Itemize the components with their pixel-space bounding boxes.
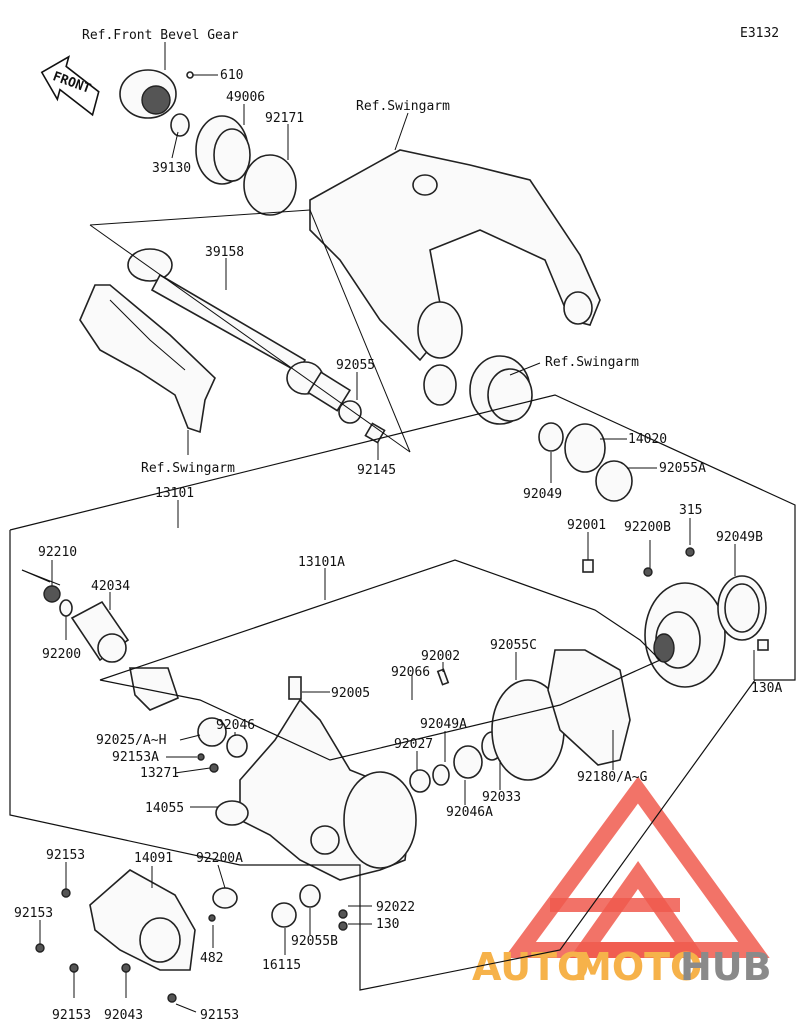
label-92055B: 92055B (291, 934, 338, 949)
label-ref-swingarm-top: Ref.Swingarm (356, 99, 450, 114)
label-92055A: 92055A (659, 461, 706, 476)
label-92171: 92171 (265, 111, 304, 126)
label-92153-a: 92153 (46, 848, 85, 863)
final-gear-case (215, 649, 631, 881)
label-92049: 92049 (523, 487, 562, 502)
bottom-cover-group (35, 869, 348, 1003)
label-92027: 92027 (394, 737, 433, 752)
label-92005: 92005 (331, 686, 370, 701)
label-92049A: 92049A (420, 717, 467, 732)
label-13271: 13271 (140, 766, 179, 781)
label-92153-b: 92153 (14, 906, 53, 921)
label-92200B: 92200B (624, 520, 671, 535)
label-315: 315 (679, 503, 702, 518)
label-130A: 130A (751, 681, 782, 696)
diagram-code: E3132 (740, 26, 779, 41)
label-92180: 92180/A~G (577, 770, 648, 785)
label-92002: 92002 (421, 649, 460, 664)
label-39158: 39158 (205, 245, 244, 260)
label-92046: 92046 (216, 718, 255, 733)
label-92200A: 92200A (196, 851, 243, 866)
label-92153-d: 92153 (200, 1008, 239, 1023)
label-92145: 92145 (357, 463, 396, 478)
swingarm-drawing (309, 149, 601, 425)
watermark-hub: HUB (680, 945, 772, 989)
label-92046A: 92046A (446, 805, 493, 820)
label-92066: 92066 (391, 665, 430, 680)
label-14020: 14020 (628, 432, 667, 447)
front-direction-arrow: FRONT (40, 55, 100, 117)
leader-lines (39, 42, 755, 1013)
label-92055: 92055 (336, 358, 375, 373)
label-49006: 49006 (226, 90, 265, 105)
label-ref-swingarm-mid: Ref.Swingarm (545, 355, 639, 370)
left-swingarm-cover (79, 284, 216, 434)
label-610: 610 (220, 68, 243, 83)
ring-gear-group (582, 547, 769, 688)
automotohub-logo: AUTO MOTO HUB (472, 776, 772, 989)
label-130: 130 (376, 917, 399, 932)
frame-13101A (99, 559, 662, 761)
label-13101A: 13101A (298, 555, 345, 570)
label-92153-c: 92153 (52, 1008, 91, 1023)
label-92200: 92200 (42, 647, 81, 662)
label-16115: 16115 (262, 958, 301, 973)
pinion-gear-group (43, 585, 248, 773)
label-13101: 13101 (155, 486, 194, 501)
label-ref-swingarm-left: Ref.Swingarm (141, 461, 235, 476)
label-14055: 14055 (145, 801, 184, 816)
label-92025: 92025/A~H (96, 733, 166, 748)
label-92210: 92210 (38, 545, 77, 560)
label-ref-front-bevel-gear: Ref.Front Bevel Gear (82, 28, 239, 43)
label-42034: 42034 (91, 579, 130, 594)
watermark-moto: MOTO (574, 945, 702, 989)
label-92153A: 92153A (112, 750, 159, 765)
label-39130: 39130 (152, 161, 191, 176)
label-92043: 92043 (104, 1008, 143, 1023)
label-482: 482 (200, 951, 223, 966)
label-92001: 92001 (567, 518, 606, 533)
frame-13101 (9, 394, 796, 991)
label-92022: 92022 (376, 900, 415, 915)
rear-bearing-group (538, 422, 633, 502)
label-92049B: 92049B (716, 530, 763, 545)
watermark-auto: AUTO (472, 945, 589, 989)
label-14091: 14091 (134, 851, 173, 866)
label-92033: 92033 (482, 790, 521, 805)
front-bevel-gear-group (119, 69, 297, 216)
label-92055C: 92055C (490, 638, 537, 653)
